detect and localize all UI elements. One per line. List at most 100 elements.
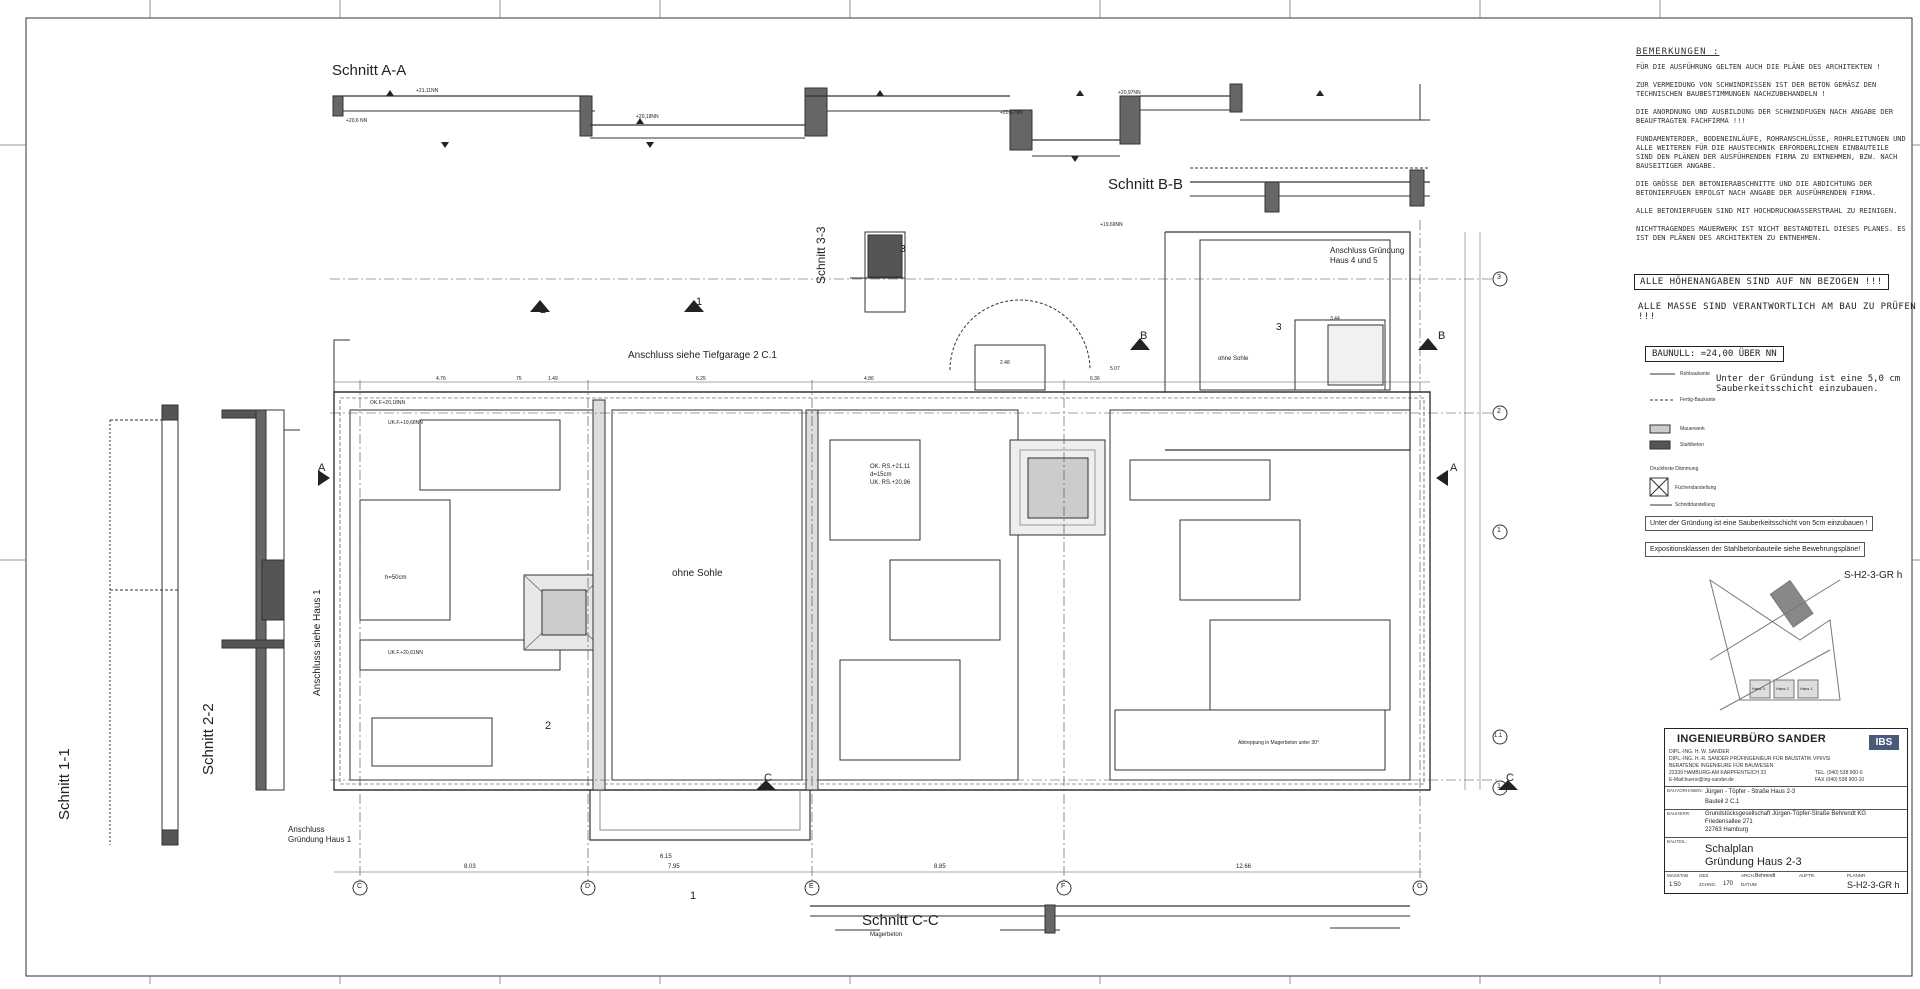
dim-bottom-4: 8.85 xyxy=(934,864,946,870)
section-title-cc: Schnitt C-C xyxy=(862,912,939,929)
section-mark-c-right: C xyxy=(1506,772,1514,784)
label-ukf-1: UK.F.+20,61NN xyxy=(388,650,423,656)
elev-1: +20,18NN xyxy=(636,114,659,120)
foundation-plan xyxy=(333,231,1431,841)
dim-top-5: 4.86 xyxy=(864,376,874,382)
section-mark-c-left: C xyxy=(764,772,772,784)
bauteil-value: Bauteil 2 C.1 xyxy=(1705,799,1740,805)
label-magerbeton: Magerbeton xyxy=(870,932,903,938)
dimension-lines xyxy=(334,232,1481,873)
section-arrows xyxy=(318,300,1518,790)
label-ukf-2: UK.F.+19,68NN xyxy=(388,420,423,426)
note-7: NICHTTRAGENDES MAUERWERK IST NICHT BESTA… xyxy=(1636,225,1906,242)
auftr-label: AUFTR. xyxy=(1799,873,1816,878)
section-cc-drawing xyxy=(810,904,1410,934)
axis-label-c: C xyxy=(357,883,363,890)
firm-line-2: DIPL.-ING. H.-R. SANDER PRÜFINGENIEUR FÜ… xyxy=(1669,756,1831,762)
firm-line-4: 22339 HAMBURG-AM KARPFENTEICH 33 xyxy=(1669,770,1766,776)
section-mark-1-a: 1 xyxy=(690,890,697,902)
title-block: INGENIEURBÜRO SANDER IBS DIPL.-ING. H. W… xyxy=(1664,728,1908,894)
label-anschluss-45-a: Anschluss Gründung xyxy=(1330,246,1405,255)
label-anschluss-haus1-b: Gründung Haus 1 xyxy=(288,835,352,844)
firm-fax: FAX (040) 538 900-10 xyxy=(1815,777,1865,783)
section-title-aa: Schnitt A-A xyxy=(332,62,407,79)
dim-top-9: 3.44 xyxy=(1330,316,1340,322)
section-mark-3-a: 3 xyxy=(1276,322,1282,333)
dim-top-3: 1.49 xyxy=(548,376,558,382)
label-d15: d=15cm xyxy=(870,472,892,478)
gez-label: GEZ. xyxy=(1699,873,1710,878)
dim-bottom-1: 8.03 xyxy=(464,864,476,870)
dim-top-4: 6.25 xyxy=(696,376,706,382)
section-mark-a-right: A xyxy=(1450,462,1458,474)
box-note-exposition: Expositionsklassen der Stahlbetonbauteil… xyxy=(1645,542,1866,557)
bauherr-label: BAUHERR: xyxy=(1667,811,1691,816)
section-22-drawing xyxy=(221,409,300,791)
legend-stahlbeton: Stahlbeton xyxy=(1680,442,1704,448)
note-1: FÜR DIE AUSFÜHRUNG GELTEN AUCH DIE PLÄNE… xyxy=(1636,63,1881,71)
grid-axes xyxy=(330,220,1500,890)
keyplan-haus3: Haus 3 xyxy=(1752,686,1765,691)
section-aa-drawing xyxy=(332,83,1430,157)
axis-label-d: D xyxy=(585,883,591,890)
axis-label-1: 1 xyxy=(1497,527,1501,534)
dim-bottom-5: 12.66 xyxy=(1236,864,1252,870)
arch-value: Behrendt xyxy=(1755,873,1776,879)
bauvorhaben-value: Jürgen - Töpfer - Straße Haus 2-3 xyxy=(1705,789,1796,795)
plan-title-2: Gründung Haus 2-3 xyxy=(1705,856,1802,868)
notes-panel: BEMERKUNGEN : FÜR DIE AUSFÜHRUNG GELTEN … xyxy=(1636,48,1906,252)
datum-label: DATUM xyxy=(1741,882,1757,887)
section-mark-3-b: 3 xyxy=(900,244,906,255)
section-33-drawing xyxy=(850,231,906,313)
bauherr-2: Friedensallee 271 xyxy=(1705,819,1753,825)
section-mark-b-right: B xyxy=(1438,330,1446,342)
section-mark-2-a: 2 xyxy=(540,304,547,316)
note-3: DIE ANORDNUNG UND AUSBILDUNG DER SCHWIND… xyxy=(1636,108,1894,125)
firm-name: INGENIEURBÜRO SANDER xyxy=(1677,733,1827,745)
plan-title-1: Schalplan xyxy=(1705,843,1754,855)
planr-label: PLANNR. xyxy=(1847,873,1867,878)
axis-label-1-1: 1.1 xyxy=(1494,733,1503,739)
bauherr-3: 22763 Hamburg xyxy=(1705,827,1749,833)
bauherr-1: Grundstücksgesellschaft Jürgen-Töpfer-St… xyxy=(1705,811,1867,817)
axis-label-g: G xyxy=(1417,883,1423,890)
dim-top-8: 2.48 xyxy=(1000,360,1010,366)
firm-line-5: E-Mail:bueroi@ing-sander.de xyxy=(1669,777,1734,783)
note-4: FUNDAMENTERDER, BODENEINLÄUFE, ROHRANSCH… xyxy=(1636,135,1906,170)
dim-top-1: 4.76 xyxy=(436,376,446,382)
section-title-bb: Schnitt B-B xyxy=(1108,176,1184,193)
legend-fertig-baukante: Fertig-Baukante xyxy=(1680,397,1716,403)
label-anschluss-haus1-vertical: Anschluss siehe Haus 1 xyxy=(312,589,323,696)
ibs-logo: IBS xyxy=(1869,735,1899,750)
sauberkeit-note: Unter der Gründung ist eine 5,0 cm Saube… xyxy=(1716,374,1901,394)
legend-symbols xyxy=(1649,373,1675,506)
elev-3: +20,97NN xyxy=(1118,90,1141,96)
planr-value: S-H2-3-GR h xyxy=(1847,880,1900,890)
axis-label-e: E xyxy=(809,883,814,890)
note-5: DIE GRÖSSE DER BETONIERABSCHNITTE UND DI… xyxy=(1636,180,1877,197)
elev-5: +19,69NN xyxy=(1100,222,1123,228)
bauvorhaben-label: BAUVORHABEN: xyxy=(1667,788,1703,793)
note-2: ZUR VERMEIDUNG VON SCHWINDRISSEN IST DER… xyxy=(1636,81,1877,98)
legend-schnitt: Schnittdarstellung xyxy=(1675,502,1715,508)
keyplan-haus1: Haus 1 xyxy=(1800,686,1813,691)
elev-2: +21,11NN xyxy=(416,88,439,94)
axis-markers-bottom xyxy=(352,880,1428,896)
zchng-label: ZCHNG. xyxy=(1699,882,1717,887)
legend-rohbaukante: Rohbaukante xyxy=(1680,371,1710,377)
massstab-label: MASSTAB xyxy=(1667,873,1689,878)
section-mark-2-b: 2 xyxy=(545,720,552,732)
firm-tel: TEL. (040) 538 900-0 xyxy=(1815,770,1863,776)
legend-daemmung: Druckfeste Dämmung xyxy=(1650,466,1699,472)
firm-line-3: BERATENDE INGENIEURE FÜR BAUWESEN xyxy=(1669,763,1774,769)
section-11-drawing xyxy=(109,404,179,846)
label-ok-rs: OK. RS.+21,11 xyxy=(870,464,911,470)
keyplan-haus2: Haus 2 xyxy=(1776,686,1789,691)
label-h50: h=50cm xyxy=(385,575,407,581)
keyplan-code: S-H2-3-GR h xyxy=(1844,570,1903,581)
baunull-box: BAUNULL: =24,00 ÜBER NN xyxy=(1645,346,1784,362)
key-plan xyxy=(1709,578,1841,711)
